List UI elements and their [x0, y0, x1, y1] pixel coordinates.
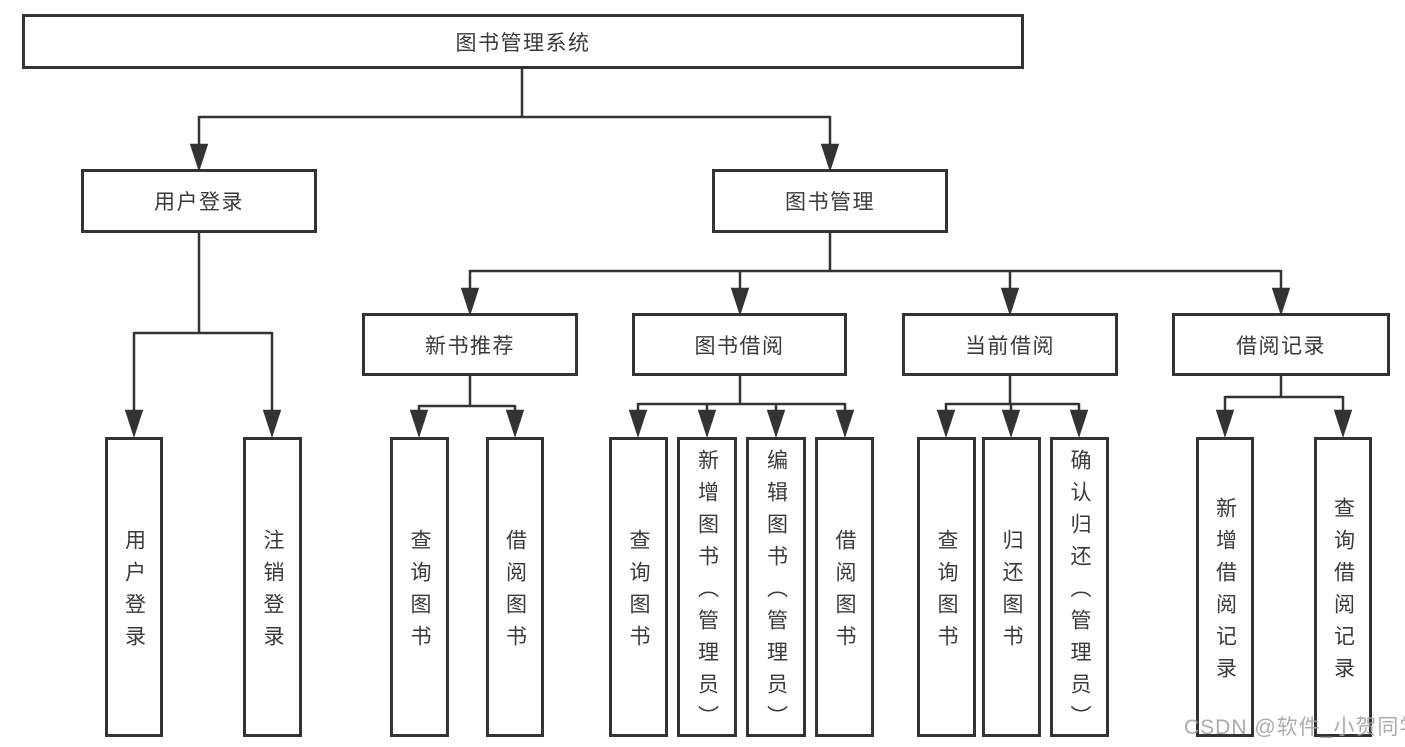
connector-root-to-level2: [189, 69, 840, 173]
leaf-label: 新增借阅记录: [1213, 496, 1237, 689]
leaf-label: 查询图书: [935, 528, 958, 657]
leaf-label: 查询图书: [627, 528, 650, 657]
leaf-label: 查询借阅记录: [1331, 496, 1355, 689]
node-label: 图书借阅: [694, 334, 785, 358]
leaf-edit-books-admin: 编辑图书（管理员）: [746, 437, 806, 737]
leaf-label: 查询图书: [408, 528, 431, 657]
leaf-label: 新增图书（管理员）: [695, 448, 719, 737]
leaf-query-books-newbook: 查询图书: [390, 437, 449, 737]
connector-userlogin-to-leaves: [124, 232, 282, 439]
connector-bookborrow-to-leaves: [628, 376, 855, 439]
leaf-label: 归还图书: [1000, 528, 1023, 657]
connector-currentborrow-to-leaves: [936, 376, 1089, 439]
node-book-borrowing: 图书借阅: [632, 313, 847, 376]
leaf-query-books-current: 查询图书: [917, 437, 976, 737]
node-label: 图书管理: [785, 191, 875, 214]
leaf-label: 确认归还（管理员）: [1068, 448, 1091, 737]
node-label: 图书管理系统: [455, 31, 591, 55]
leaf-confirm-return-admin: 确认归还（管理员）: [1050, 437, 1109, 737]
leaf-label: 用户登录: [122, 528, 146, 657]
leaf-label: 借阅图书: [833, 528, 856, 657]
node-borrowing-records: 借阅记录: [1172, 313, 1390, 376]
leaf-borrow-books-newbook: 借阅图书: [486, 437, 544, 737]
leaf-add-books-admin: 新增图书（管理员）: [677, 437, 737, 737]
node-book-management-system: 图书管理系统: [22, 14, 1024, 69]
node-label: 借阅记录: [1236, 334, 1326, 358]
node-current-borrowing: 当前借阅: [902, 313, 1118, 376]
leaf-logout: 注销登录: [243, 437, 302, 737]
leaf-borrow-books-borrow: 借阅图书: [815, 437, 874, 737]
connector-newbook-to-leaves: [409, 376, 525, 439]
node-new-book-recommend: 新书推荐: [362, 313, 578, 376]
connector-borrowrecord-to-leaves: [1215, 376, 1353, 439]
csdn-watermark: CSDN @软件_小贺同学: [1184, 716, 1405, 739]
connector-bookmgmt-to-level3: [460, 233, 1291, 317]
leaf-query-books-borrow: 查询图书: [609, 437, 668, 737]
leaf-label: 借阅图书: [503, 528, 527, 657]
node-user-login: 用户登录: [81, 169, 317, 233]
node-label: 新书推荐: [425, 334, 515, 358]
node-label: 当前借阅: [965, 334, 1055, 358]
leaf-query-borrow-record: 查询借阅记录: [1314, 437, 1372, 737]
leaf-user-login: 用户登录: [105, 437, 163, 737]
leaf-return-books: 归还图书: [982, 437, 1041, 737]
leaf-label: 注销登录: [261, 528, 284, 657]
leaf-label: 编辑图书（管理员）: [764, 448, 788, 737]
leaf-add-borrow-record: 新增借阅记录: [1196, 437, 1254, 737]
node-label: 用户登录: [154, 191, 244, 214]
node-book-management: 图书管理: [712, 169, 948, 233]
